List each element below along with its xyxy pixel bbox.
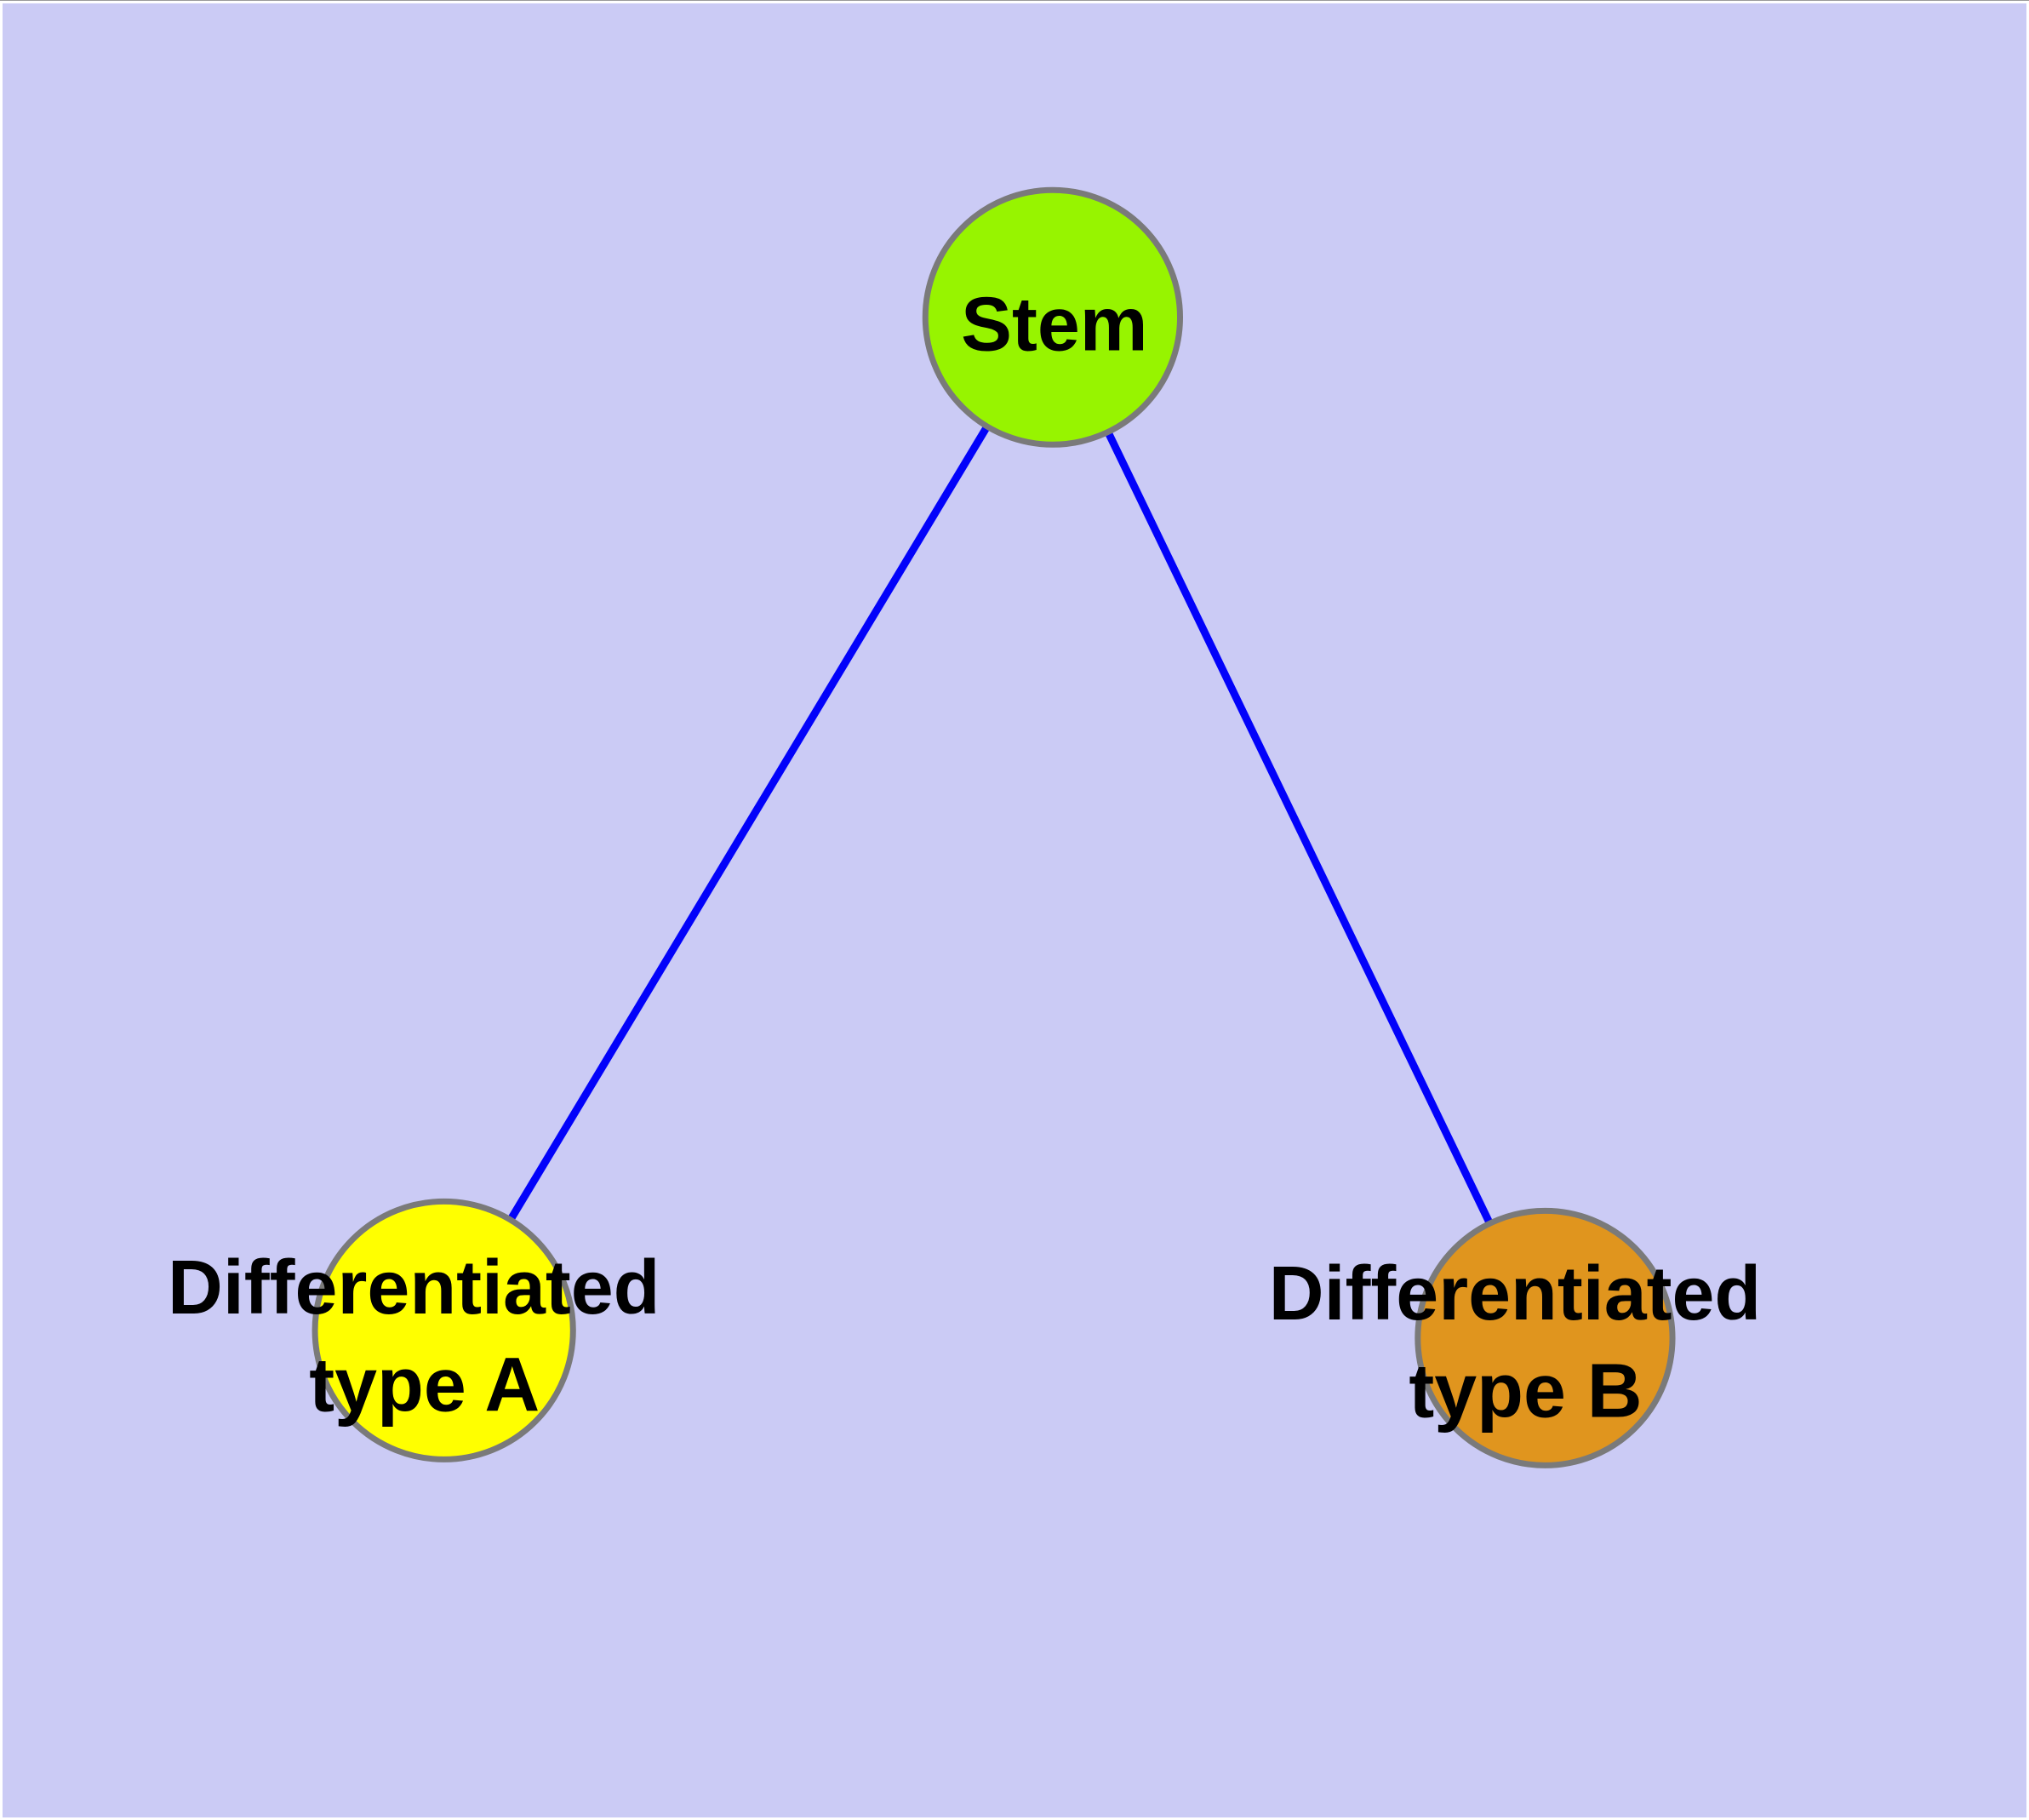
differentiation-diagram: Stem Differentiated type A Differentiate…	[3, 3, 2026, 1817]
node-group	[311, 186, 1676, 1468]
edge-stem-to-differentiated-type-a	[440, 315, 1056, 1333]
node-differentiated-type-b-label: Differentiated type B	[1269, 1251, 1782, 1434]
node-differentiated-type-b-label-line1: Differentiated	[1269, 1251, 1761, 1336]
node-stem-label: Stem	[961, 283, 1147, 368]
edge-stem-to-differentiated-type-b	[1049, 315, 1549, 1340]
edge-group	[440, 315, 1549, 1340]
node-differentiated-type-a-label-line2: type A	[309, 1343, 540, 1428]
node-differentiated-type-a-label: Differentiated type A	[168, 1245, 681, 1428]
node-differentiated-type-b-circle	[1415, 1207, 1676, 1468]
node-stem-circle	[922, 186, 1184, 448]
node-differentiated-type-a-circle	[311, 1198, 576, 1462]
node-differentiated-type-b-label-line2: type B	[1409, 1349, 1642, 1434]
node-differentiated-type-a-label-line1: Differentiated	[168, 1245, 660, 1331]
